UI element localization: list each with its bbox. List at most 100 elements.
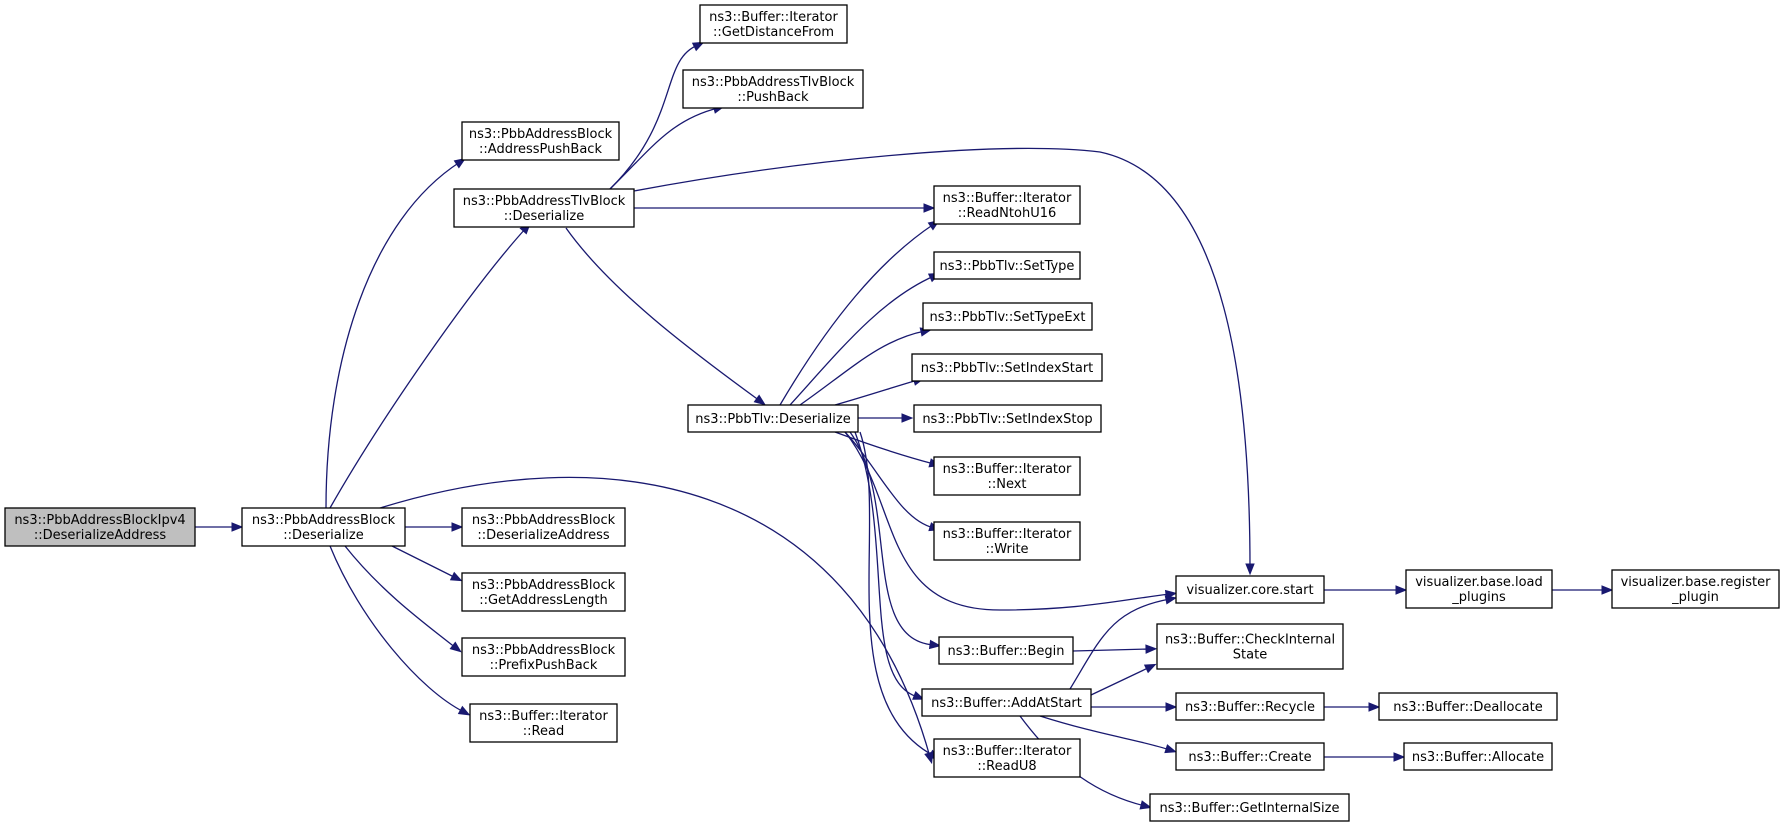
edge-n26-to-n29 (1324, 752, 1406, 762)
node-n11[interactable]: visualizer.core.start (1175, 575, 1325, 604)
node-label-line: ns3::Buffer::Create (1188, 750, 1311, 765)
node-box (933, 251, 1081, 280)
node-label-line: ns3::Buffer::Iterator (943, 744, 1072, 759)
node-label-line: ns3::PbbTlv::Deserialize (695, 412, 850, 427)
node-n20[interactable]: ns3::Buffer::Begin (938, 636, 1074, 665)
arrowhead (1368, 702, 1381, 712)
arrowhead (901, 413, 914, 423)
edge-n13-to-n16 (834, 376, 926, 406)
edge-line (1069, 598, 1171, 690)
node-n14[interactable]: ns3::PbbTlv::SetType (933, 251, 1081, 280)
node-label-line: ::PrefixPushBack (490, 658, 598, 673)
arrowhead (1245, 563, 1255, 576)
node-n2[interactable]: ns3::PbbAddressBlock::AddressPushBack (461, 121, 620, 161)
node-n18[interactable]: ns3::Buffer::Iterator::Next (933, 456, 1081, 496)
edge-line (1039, 715, 1171, 751)
node-n4[interactable]: ns3::Buffer::Iterator::ReadU8 (933, 738, 1081, 778)
edge-n13-to-n21 (854, 431, 925, 700)
node-n16[interactable]: ns3::PbbTlv::SetIndexStart (911, 353, 1103, 382)
arrowhead (1601, 585, 1614, 595)
edge-line (799, 330, 926, 406)
node-n5[interactable]: ns3::PbbAddressBlock::DeserializeAddress (461, 507, 626, 547)
node-box (4, 507, 196, 547)
node-n12[interactable]: ns3::Buffer::Iterator::ReadNtohU16 (933, 185, 1081, 225)
node-label-line: ns3::Buffer::Iterator (943, 462, 1072, 477)
node-label-line: visualizer.base.load (1415, 575, 1543, 590)
node-label-line: ns3::PbbAddressTlvBlock (692, 75, 855, 90)
node-n0[interactable]: ns3::PbbAddressBlockIpv4::DeserializeAdd… (4, 507, 196, 547)
node-layer: ns3::PbbAddressBlockIpv4::DeserializeAdd… (4, 4, 1780, 822)
node-box (1149, 793, 1350, 822)
node-n25[interactable]: ns3::Buffer::Recycle (1175, 692, 1325, 721)
node-n26[interactable]: ns3::Buffer::Create (1175, 742, 1325, 771)
node-n23[interactable]: visualizer.base.register_plugin (1611, 569, 1780, 609)
edge-n21-to-n26 (1039, 715, 1178, 754)
node-label-line: ns3::PbbAddressBlock (252, 513, 396, 528)
node-label-line: ns3::Buffer::Deallocate (1393, 700, 1542, 715)
node-box (933, 521, 1081, 561)
node-box (938, 636, 1074, 665)
node-n10[interactable]: ns3::PbbAddressTlvBlock::PushBack (682, 69, 864, 109)
arrowhead (1139, 800, 1153, 810)
node-label-line: _plugins (1451, 590, 1506, 605)
node-label-line: ns3::PbbAddressBlock (472, 513, 616, 528)
arrowhead (691, 41, 705, 52)
node-n22[interactable]: visualizer.base.load_plugins (1405, 569, 1553, 609)
node-label-line: ns3::Buffer::Iterator (479, 709, 608, 724)
edge-line (834, 431, 935, 465)
node-n28[interactable]: ns3::Buffer::Deallocate (1378, 692, 1558, 721)
edge-n21-to-n25 (1091, 702, 1178, 712)
node-n27[interactable]: ns3::Buffer::GetInternalSize (1149, 793, 1350, 822)
node-label-line: ::ReadNtohU16 (958, 206, 1057, 221)
edge-n1-to-n7 (344, 545, 462, 653)
edge-layer (195, 41, 1614, 810)
edge-n3-to-n13 (565, 227, 766, 406)
edge-n3-to-n9 (609, 41, 705, 190)
node-n6[interactable]: ns3::PbbAddressBlock::GetAddressLength (461, 572, 626, 612)
node-n19[interactable]: ns3::Buffer::Iterator::Write (933, 521, 1081, 561)
node-n13[interactable]: ns3::PbbTlv::Deserialize (687, 404, 859, 433)
node-label-line: ns3::PbbTlv::SetIndexStop (922, 412, 1092, 427)
arrowhead (449, 641, 462, 653)
node-box (1403, 742, 1553, 771)
arrowhead (449, 571, 463, 582)
node-n15[interactable]: ns3::PbbTlv::SetTypeExt (922, 302, 1093, 331)
edge-n3-to-n12 (634, 203, 936, 213)
edge-line (779, 223, 935, 406)
edge-line (325, 161, 461, 509)
node-n9[interactable]: ns3::Buffer::Iterator::GetDistanceFrom (699, 4, 848, 44)
node-label-line: ::DeserializeAddress (477, 528, 610, 543)
node-n3[interactable]: ns3::PbbAddressTlvBlock::Deserialize (453, 188, 635, 228)
node-n1[interactable]: ns3::PbbAddressBlock::Deserialize (241, 507, 406, 547)
node-label-line: ns3::PbbTlv::SetType (940, 259, 1075, 274)
edge-line (1072, 648, 1151, 652)
node-n21[interactable]: ns3::Buffer::AddAtStart (921, 688, 1092, 717)
edge-n13-to-n14 (789, 272, 941, 406)
edge-line (329, 227, 527, 509)
arrowhead (923, 203, 936, 213)
arrowhead (928, 639, 942, 650)
node-n7[interactable]: ns3::PbbAddressBlock::PrefixPushBack (461, 637, 626, 677)
node-box (461, 507, 626, 547)
node-box (241, 507, 406, 547)
node-box (1175, 692, 1325, 721)
node-label-line: _plugin (1671, 590, 1719, 605)
node-n8[interactable]: ns3::Buffer::Iterator::Read (469, 703, 618, 743)
node-label-line: ::Deserialize (504, 209, 585, 224)
edge-line (609, 44, 699, 190)
node-label-line: ns3::PbbAddressBlock (469, 127, 613, 142)
node-n17[interactable]: ns3::PbbTlv::SetIndexStop (913, 404, 1102, 433)
node-box (913, 404, 1102, 433)
arrowhead (231, 522, 244, 532)
edge-n1-to-n2 (325, 157, 467, 509)
edge-line (565, 227, 761, 402)
node-n29[interactable]: ns3::Buffer::Allocate (1403, 742, 1553, 771)
node-box (1156, 623, 1344, 670)
node-box (687, 404, 859, 433)
node-label-line: ns3::PbbAddressTlvBlock (463, 194, 626, 209)
node-label-line: ::Deserialize (283, 528, 364, 543)
node-box (461, 572, 626, 612)
arrowhead (912, 690, 925, 700)
